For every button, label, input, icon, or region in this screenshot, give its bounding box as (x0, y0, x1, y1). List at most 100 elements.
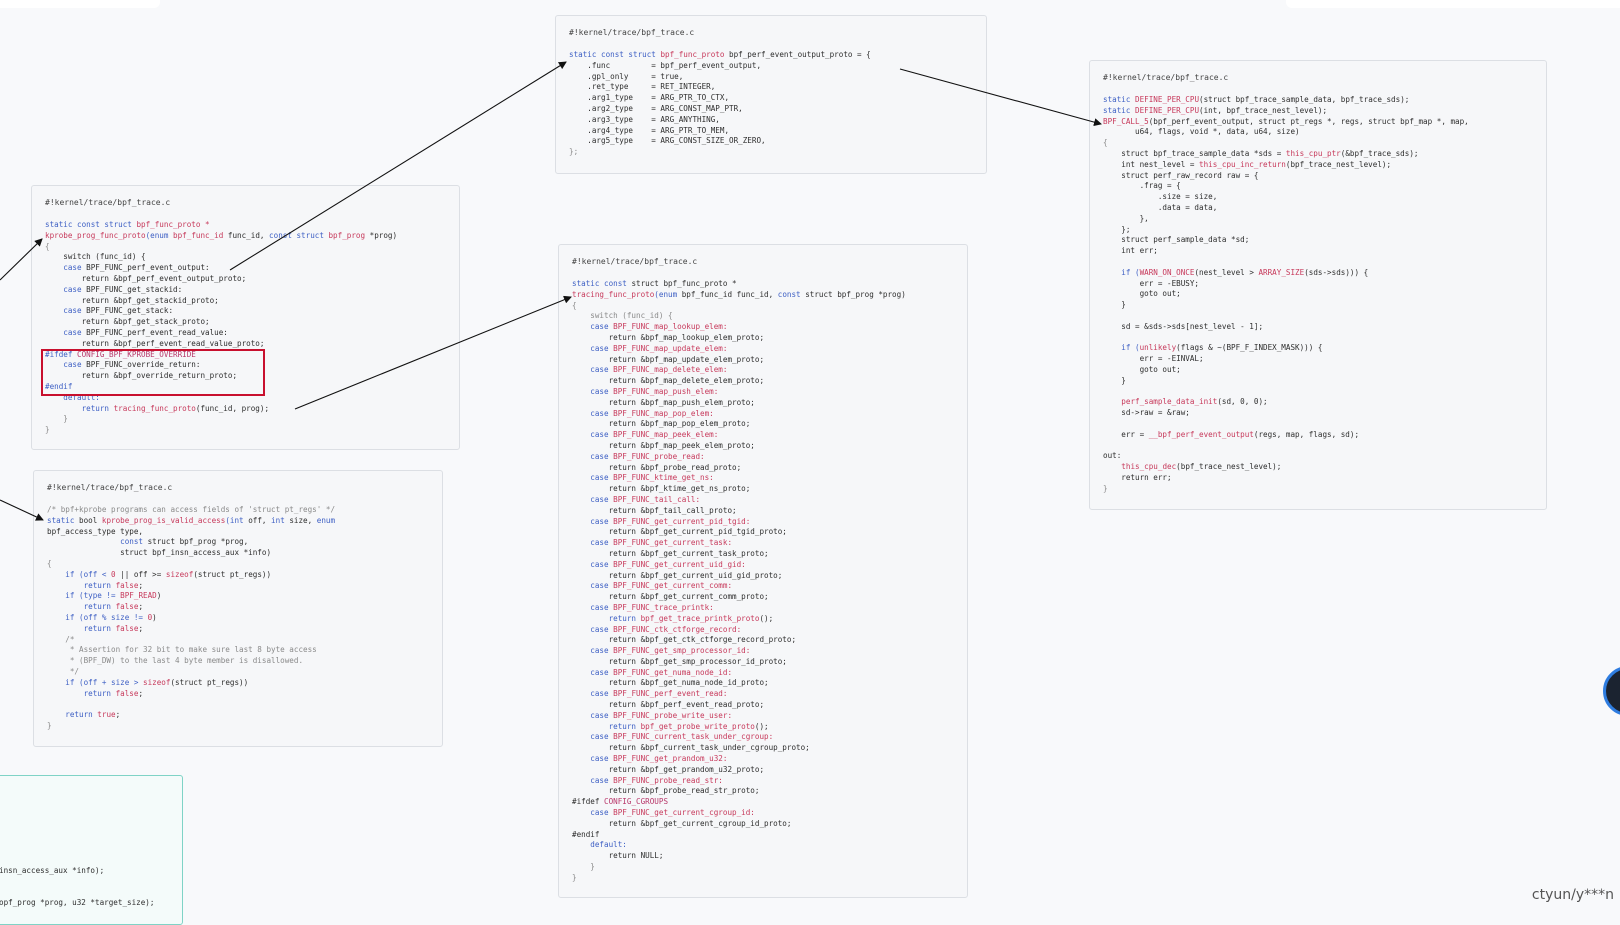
code-line: #ifdef CONFIG_BPF_KPROBE_OVERRIDE (45, 350, 397, 361)
code-token: bool (79, 515, 102, 525)
code-token: BPF_FUNC_get_stackid: (86, 284, 183, 294)
watermark: ctyun/y***n (1531, 887, 1614, 903)
code-token: case (572, 775, 614, 785)
code-line: default: (45, 393, 397, 404)
code-token: sizeof (165, 569, 194, 579)
code-line: out: (1103, 451, 1469, 462)
code-token: case (572, 516, 614, 526)
code-token: || off >= (115, 569, 166, 579)
code-token: case (572, 667, 614, 677)
code-token: static (1103, 95, 1136, 104)
code-line: return false; (47, 624, 335, 635)
code-token: case (572, 602, 614, 612)
code-token: .func = bpf_perf_event_output, (569, 60, 762, 70)
code-line: this_cpu_dec(bpf_trace_nest_level); (1103, 462, 1469, 473)
code-line: return false; (47, 581, 335, 592)
code-line (1103, 419, 1469, 430)
code-token: } (1103, 375, 1126, 385)
code-token: case (572, 732, 614, 742)
code-token: BPF_FUNC_map_peek_elem: (613, 430, 719, 440)
code-token: BPF_FUNC_map_pop_elem: (613, 408, 714, 418)
code-token: unlikely (1139, 343, 1177, 353)
code-line: static const struct bpf_func_proto * (572, 279, 906, 290)
code-token: #endif (572, 829, 600, 839)
code-line: } (572, 862, 906, 873)
code-token: return &bpf_get_current_task_proto; (572, 548, 769, 558)
code-token: true (97, 710, 116, 720)
code-token: return &bpf_map_pop_elem_proto; (572, 419, 751, 429)
code-token: .frag = { (1103, 181, 1181, 191)
code-token: static const (572, 279, 632, 288)
code-token: out: (1103, 451, 1122, 461)
code-token: (enum (654, 289, 682, 299)
code-line: tracing_func_proto(enum bpf_func_id func… (572, 290, 906, 301)
partial-card-top-right (1286, 0, 1620, 8)
code-token: (); (754, 721, 769, 731)
code-line: return false; (47, 602, 335, 613)
code-token: return (47, 580, 116, 590)
code-line: return &bpf_map_update_elem_proto; (572, 355, 906, 366)
code-token: off, (248, 515, 272, 525)
code-token: __bpf_perf_event_output (1148, 429, 1254, 439)
code-token: default: (572, 840, 627, 850)
code-token: return &bpf_get_current_pid_tgid_proto; (572, 527, 787, 537)
code-token: return (47, 688, 116, 698)
code-token: bpf_func_id func_id, (681, 289, 778, 299)
code-token: enum (316, 515, 336, 525)
card-title: #!kernel/trace/bpf_trace.c (572, 257, 698, 266)
code-token: case (572, 322, 614, 332)
code-token: case (45, 327, 87, 337)
code-line: insn_access_aux *info); (0, 866, 154, 877)
code-token: if (type != (47, 591, 121, 601)
code-token: return &bpf_perf_event_read_proto; (572, 700, 765, 710)
code-line: return NULL; (572, 851, 906, 862)
code-line: return bpf_get_trace_printk_proto(); (572, 614, 906, 625)
code-token: const struct (269, 230, 329, 240)
code-line: #endif (45, 382, 397, 393)
code-token: { (572, 300, 577, 310)
code-token: return &bpf_get_current_comm_proto; (572, 592, 769, 602)
code-line: case BPF_FUNC_get_prandom_u32: (572, 754, 906, 765)
code-line: BPF_CALL_5(bpf_perf_event_output, struct… (1103, 117, 1469, 128)
code-line: .func = bpf_perf_event_output, (569, 61, 871, 72)
code-line: int err; (1103, 246, 1469, 257)
code-line: }, (1103, 214, 1469, 225)
code-token: .arg1_type = ARG_PTR_TO_CTX, (569, 93, 730, 103)
code-line: return &bpf_tail_call_proto; (572, 506, 906, 517)
code-token: const (777, 289, 806, 299)
code-line: .gpl_only = true, (569, 72, 871, 83)
code-block: static const struct bpf_func_proto *trac… (572, 279, 906, 884)
code-card-perf-event-output-proto: #!kernel/trace/bpf_trace.c static const … (555, 15, 987, 174)
code-token: opf_prog *prog, u32 *target_size); (0, 898, 155, 908)
code-line: }; (569, 147, 871, 158)
code-token: return &bpf_get_ctk_ctforge_record_proto… (572, 635, 797, 645)
code-token: case (572, 343, 614, 353)
code-line: kprobe_prog_func_proto(enum bpf_func_id … (45, 231, 397, 242)
user-avatar[interactable] (1603, 666, 1620, 716)
code-token: kprobe_prog_is_valid_access (101, 515, 226, 525)
code-token: case (572, 538, 614, 548)
code-line: return &bpf_map_push_elem_proto; (572, 398, 906, 409)
code-line: err = -EINVAL; (1103, 354, 1469, 365)
code-line: } (45, 425, 397, 436)
code-card-tracing-func-proto: #!kernel/trace/bpf_trace.c static const … (558, 244, 968, 898)
code-line: case BPF_FUNC_perf_event_output: (45, 263, 397, 274)
code-token: return err; (1103, 472, 1172, 482)
code-token: .ret_type = RET_INTEGER, (569, 82, 716, 92)
code-line: case BPF_FUNC_map_pop_elem: (572, 409, 906, 420)
code-token: err = -EINVAL; (1103, 354, 1204, 364)
code-line: if (type != BPF_READ) (47, 591, 335, 602)
code-line: return &bpf_probe_read_proto; (572, 463, 906, 474)
code-token: return &bpf_current_task_under_cgroup_pr… (572, 743, 810, 753)
code-token: return &bpf_tail_call_proto; (572, 505, 737, 515)
code-token: case (572, 451, 614, 461)
code-line: return &bpf_get_numa_node_id_proto; (572, 678, 906, 689)
code-line: static const struct bpf_func_proto * (45, 220, 397, 231)
code-token: return (45, 403, 114, 413)
code-token: err = -EBUSY; (1103, 278, 1200, 288)
code-line: .data = data, (1103, 203, 1469, 214)
code-token: return &bpf_override_return_proto; (45, 371, 238, 381)
code-token: return &bpf_map_update_elem_proto; (572, 354, 765, 364)
code-token (1103, 397, 1121, 406)
code-token: tracing_func_proto (113, 403, 196, 413)
